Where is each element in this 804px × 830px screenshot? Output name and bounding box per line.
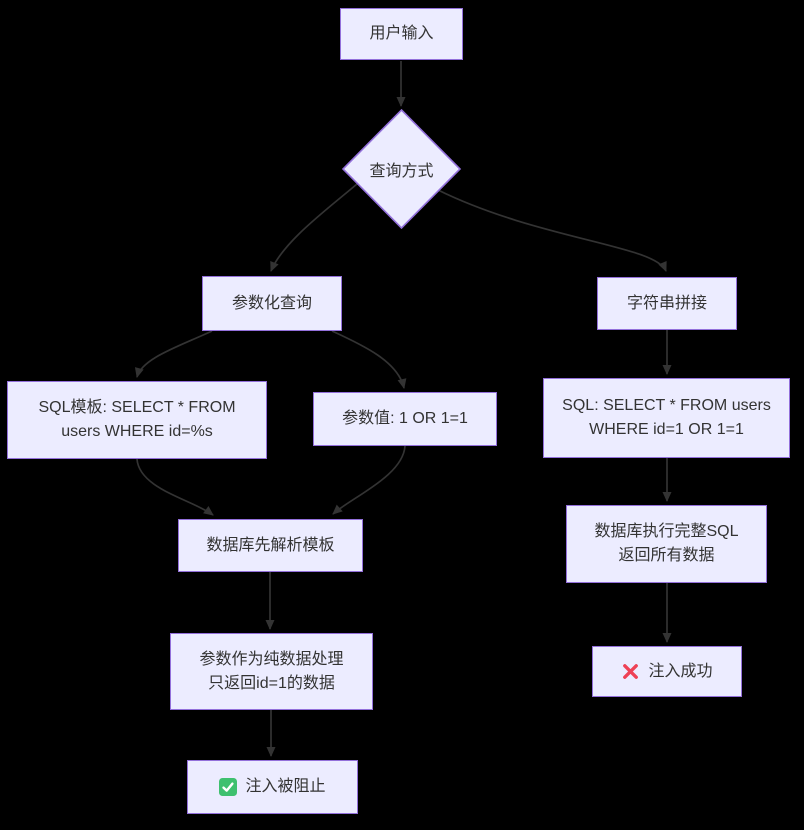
node-param-value: 参数值: 1 OR 1=1	[313, 392, 497, 446]
edge-sql-template-to-parse	[136, 458, 214, 516]
edge-decision-to-string-concat	[437, 189, 667, 272]
node-param-value-label: 参数值: 1 OR 1=1	[342, 410, 468, 427]
node-parameterized-query: 参数化查询	[202, 276, 342, 331]
node-param-pure-data: 参数作为纯数据处理 只返回id=1的数据	[170, 633, 373, 710]
node-parse-template: 数据库先解析模板	[178, 519, 363, 572]
node-parse-template-label: 数据库先解析模板	[206, 536, 335, 554]
node-concatenated-sql-line2: WHERE id=1 OR 1=1	[589, 421, 744, 438]
edge-param-value-to-parse	[332, 445, 406, 515]
node-sql-template: SQL模板: SELECT * FROM users WHERE id=%s	[7, 381, 267, 459]
node-user-input: 用户输入	[340, 8, 463, 60]
node-user-input-label: 用户输入	[369, 25, 434, 42]
node-sql-template-line2: users WHERE id=%s	[61, 423, 213, 440]
node-concatenated-sql: SQL: SELECT * FROM users WHERE id=1 OR 1…	[543, 378, 790, 458]
node-exec-full-sql: 数据库执行完整SQL 返回所有数据	[566, 505, 767, 583]
node-exec-full-sql-line2: 返回所有数据	[618, 547, 715, 564]
edge-param-query-to-param-value	[331, 330, 407, 389]
node-sql-template-line1: SQL模板: SELECT * FROM	[38, 399, 236, 416]
node-string-concat-label: 字符串拼接	[626, 294, 707, 312]
node-injection-blocked-label: 注入被阻止	[245, 778, 326, 795]
check-icon	[219, 778, 238, 796]
node-decision-label: 查询方式	[369, 163, 434, 180]
node-param-pure-data-line2: 只返回id=1的数据	[208, 674, 335, 692]
edge-decision-to-param-query	[270, 183, 358, 272]
node-injection-blocked: 注入被阻止	[187, 760, 358, 814]
node-injection-success-label: 注入成功	[648, 662, 713, 680]
decision-diamond	[341, 108, 462, 230]
node-injection-success: 注入成功	[592, 646, 742, 697]
node-param-pure-data-line1: 参数作为纯数据处理	[199, 650, 344, 668]
node-string-concat: 字符串拼接	[597, 277, 737, 330]
cross-icon	[623, 664, 639, 679]
node-parameterized-query-label: 参数化查询	[231, 294, 312, 312]
edge-param-query-to-sql-template	[134, 330, 213, 378]
node-exec-full-sql-line1: 数据库执行完整SQL	[594, 523, 739, 540]
node-decision: 查询方式	[343, 156, 460, 182]
node-concatenated-sql-line1: SQL: SELECT * FROM users	[562, 397, 771, 414]
